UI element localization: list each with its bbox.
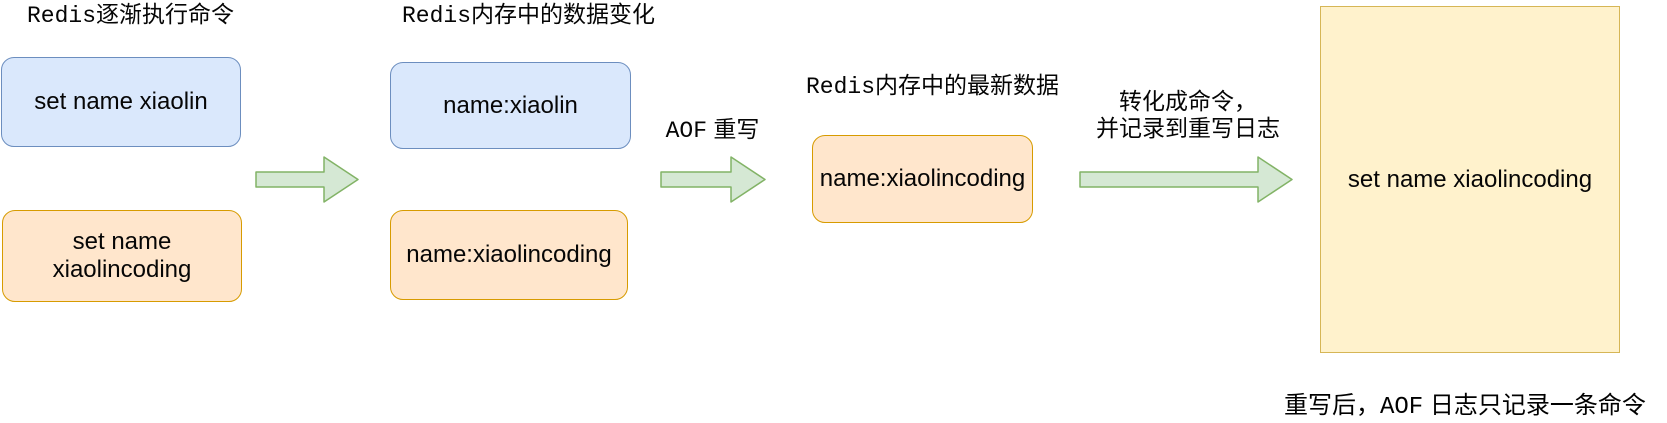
box-rewritten-aof-log: set name xiaolincoding (1320, 6, 1620, 353)
label-convert-line1: 转化成命令， (1119, 88, 1257, 114)
caption-mono-aof: AOF (1380, 394, 1424, 421)
box-text: set name xiaolin (34, 88, 208, 115)
title-rest: 逐渐执行命令 (96, 1, 235, 27)
title-mono-redis: Redis (27, 3, 97, 29)
box-text: set name xiaolincoding (52, 228, 192, 283)
box-text: name:xiaolin (443, 91, 578, 119)
title-rest: 内存中的最新数据 (875, 72, 1060, 98)
title-redis-memory-latest: Redis内存中的最新数据 (806, 72, 1059, 101)
box-mem-name-xiaolin: name:xiaolin (390, 62, 631, 149)
box-text: set name xiaolincoding (1347, 165, 1593, 193)
title-mono-redis: Redis (806, 74, 876, 100)
caption-post: 日志只记录一条命令 (1423, 392, 1646, 419)
box-cmd-set-name-xiaolin: set name xiaolin (1, 57, 241, 147)
caption-pre: 重写后， (1284, 392, 1380, 419)
label-mono-aof: AOF (665, 118, 708, 144)
box-text: name:xiaolincoding (819, 165, 1026, 192)
label-convert-to-command: 转化成命令， 并记录到重写日志 (1085, 88, 1291, 142)
flow-arrow-icon (1079, 156, 1293, 203)
flow-arrow-icon (255, 156, 359, 203)
flow-arrow-icon (660, 156, 766, 203)
box-cmd-set-name-xiaolincoding: set name xiaolincoding (2, 210, 242, 302)
label-convert-line2: 并记录到重写日志 (1096, 115, 1280, 141)
box-text: name:xiaolincoding (406, 241, 612, 268)
title-redis-memory-change: Redis内存中的数据变化 (402, 1, 655, 30)
label-rest: 重写 (707, 116, 760, 142)
box-latest-name-xiaolincoding: name:xiaolincoding (812, 135, 1033, 223)
title-mono-redis: Redis (402, 3, 472, 29)
box-mem-name-xiaolincoding: name:xiaolincoding (390, 210, 628, 300)
caption-aof-log-one-command: 重写后，AOF 日志只记录一条命令 (1284, 385, 1646, 421)
label-aof-rewrite: AOF 重写 (655, 116, 770, 145)
title-redis-step-commands: Redis逐渐执行命令 (27, 1, 234, 30)
title-rest: 内存中的数据变化 (471, 1, 656, 27)
